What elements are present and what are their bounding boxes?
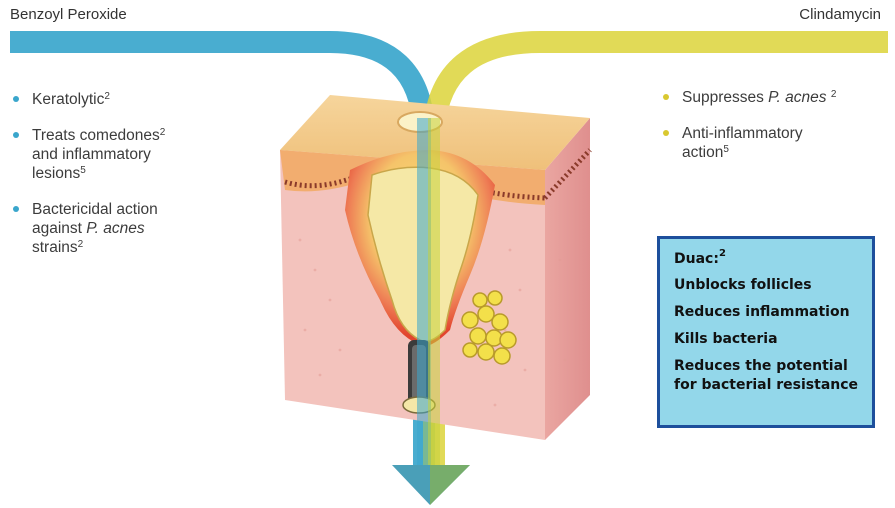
bullet-dot [13,132,19,138]
duac-summary-box: Duac:2 Unblocks follicles Reduces inflam… [657,236,875,428]
duac-item-kills-bacteria: Kills bacteria [674,331,860,348]
list-item: Bactericidal action against P. acnes str… [10,200,250,257]
bullet-dot [663,130,669,136]
duac-item-resistance-line1: Reduces the potential [674,358,860,375]
benzoyl-peroxide-label: Benzoyl Peroxide [10,6,127,23]
list-item: Treats comedones2 and inflammatory lesio… [10,126,250,183]
bullet-dot [663,94,669,100]
duac-item-unblocks: Unblocks follicles [674,277,860,294]
skin-block-side [545,118,590,440]
benzoyl-peroxide-benefits: Keratolytic2 Treats comedones2 and infla… [10,90,250,274]
list-item: Suppresses P. acnes 2 [660,88,890,107]
bullet-dot [13,96,19,102]
clindamycin-label: Clindamycin [799,6,881,23]
duac-item-resistance-line2: for bacterial resistance [674,377,860,394]
duac-item-reduces-inflammation: Reduces inflammation [674,304,860,321]
list-item: Keratolytic2 [10,90,250,109]
clindamycin-benefits: Suppresses P. acnes 2 Anti-inflammatory … [660,88,890,179]
bullet-dot [13,206,19,212]
list-item: Anti-inflammatory action5 [660,124,890,162]
duac-title: Duac:2 [674,251,860,267]
